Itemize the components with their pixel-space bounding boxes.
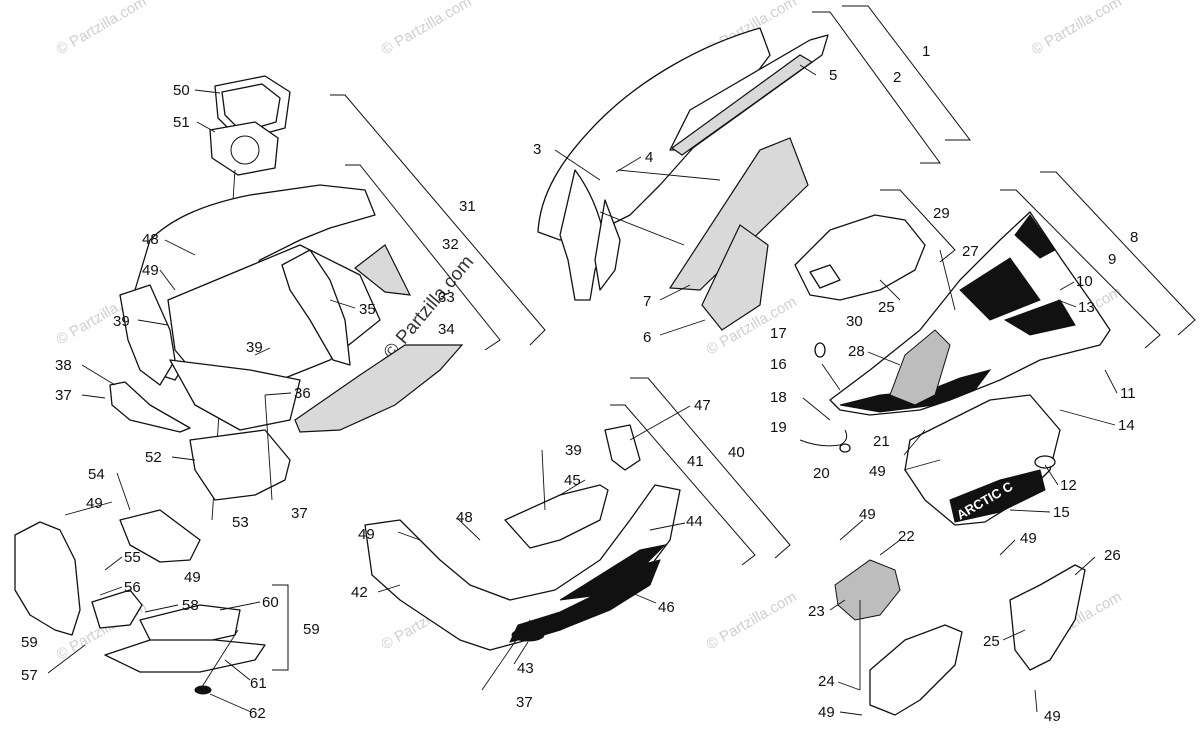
callout-56: 56 <box>124 579 141 596</box>
callout-19: 19 <box>770 419 787 436</box>
callout-51: 51 <box>173 114 190 131</box>
callout-49h: 49 <box>1020 530 1037 547</box>
callout-53: 53 <box>232 514 249 531</box>
callout-28: 28 <box>848 343 865 360</box>
callout-15: 15 <box>1053 504 1070 521</box>
callout-58: 58 <box>182 597 199 614</box>
callout-22: 22 <box>898 528 915 545</box>
callout-57: 57 <box>21 667 38 684</box>
callout-48b: 48 <box>456 509 473 526</box>
callout-49c: 49 <box>184 569 201 586</box>
callout-47: 47 <box>694 397 711 414</box>
callout-49g: 49 <box>818 704 835 721</box>
callout-59b: 59 <box>303 621 320 638</box>
callout-43: 43 <box>517 660 534 677</box>
callout-39c: 39 <box>565 442 582 459</box>
callout-27: 27 <box>962 243 979 260</box>
callout-25b: 25 <box>983 633 1000 650</box>
belly-pan-assembly <box>364 377 791 691</box>
callout-59a: 59 <box>21 634 38 651</box>
callout-62: 62 <box>249 705 266 722</box>
callout-29: 29 <box>933 205 950 222</box>
callout-12: 12 <box>1060 477 1077 494</box>
callout-37b: 37 <box>291 505 308 522</box>
callout-60: 60 <box>262 594 279 611</box>
callout-8: 8 <box>1130 229 1138 246</box>
callout-17: 17 <box>770 325 787 342</box>
callout-61: 61 <box>250 675 267 692</box>
leader-lines <box>47 64 1118 716</box>
callout-35: 35 <box>359 301 376 318</box>
callout-45: 45 <box>564 472 581 489</box>
callout-37c: 37 <box>516 694 533 711</box>
callout-1: 1 <box>922 43 930 60</box>
callout-37a: 37 <box>55 387 72 404</box>
callout-24: 24 <box>818 673 835 690</box>
callout-18: 18 <box>770 389 787 406</box>
callout-13: 13 <box>1078 299 1095 316</box>
callouts: 1 2 3 4 5 6 7 8 9 10 11 12 13 14 15 16 1… <box>21 43 1138 725</box>
callout-39b: 39 <box>246 339 263 356</box>
callout-49e: 49 <box>869 463 886 480</box>
callout-48a: 48 <box>142 231 159 248</box>
callout-32: 32 <box>442 236 459 253</box>
callout-23: 23 <box>808 603 825 620</box>
callout-4: 4 <box>645 149 653 166</box>
callout-46: 46 <box>658 599 675 616</box>
callout-25a: 25 <box>878 299 895 316</box>
callout-2: 2 <box>893 69 901 86</box>
callout-41: 41 <box>687 453 704 470</box>
callout-9: 9 <box>1108 251 1116 268</box>
callout-38: 38 <box>55 357 72 374</box>
callout-33: 33 <box>438 289 455 306</box>
callout-31: 31 <box>459 198 476 215</box>
callout-49b: 49 <box>86 495 103 512</box>
callout-52: 52 <box>145 449 162 466</box>
console-assembly <box>109 75 546 521</box>
callout-50: 50 <box>173 82 190 99</box>
callout-16: 16 <box>770 356 787 373</box>
callout-26: 26 <box>1104 547 1121 564</box>
side-panel-assembly: ARCTIC C <box>794 171 1196 526</box>
callout-20: 20 <box>813 465 830 482</box>
callout-10: 10 <box>1076 273 1093 290</box>
callout-49f: 49 <box>859 506 876 523</box>
callout-3: 3 <box>533 141 541 158</box>
watermark: © Partzilla.com <box>1029 0 1125 58</box>
callout-55: 55 <box>124 549 141 566</box>
callout-6: 6 <box>643 329 651 346</box>
lower-left-parts <box>14 509 289 695</box>
callout-44: 44 <box>686 513 703 530</box>
hood-assembly <box>537 5 972 331</box>
callout-42: 42 <box>351 584 368 601</box>
callout-34: 34 <box>438 321 455 338</box>
callout-39a: 39 <box>113 313 130 330</box>
callout-11: 11 <box>1120 385 1136 402</box>
watermark: © Partzilla.com <box>704 588 800 653</box>
callout-54: 54 <box>88 466 105 483</box>
watermark: © Partzilla.com <box>379 0 475 58</box>
callout-49a: 49 <box>142 262 159 279</box>
callout-49d: 49 <box>358 526 375 543</box>
callout-30: 30 <box>846 313 863 330</box>
callout-49i: 49 <box>1044 708 1061 725</box>
callout-7: 7 <box>643 293 651 310</box>
callout-36: 36 <box>294 385 311 402</box>
callout-14: 14 <box>1118 417 1135 434</box>
callout-21: 21 <box>873 433 890 450</box>
lower-right-parts <box>834 559 1086 716</box>
callout-5: 5 <box>829 67 837 84</box>
callout-40: 40 <box>728 444 745 461</box>
watermark: © Partzilla.com <box>54 0 150 58</box>
